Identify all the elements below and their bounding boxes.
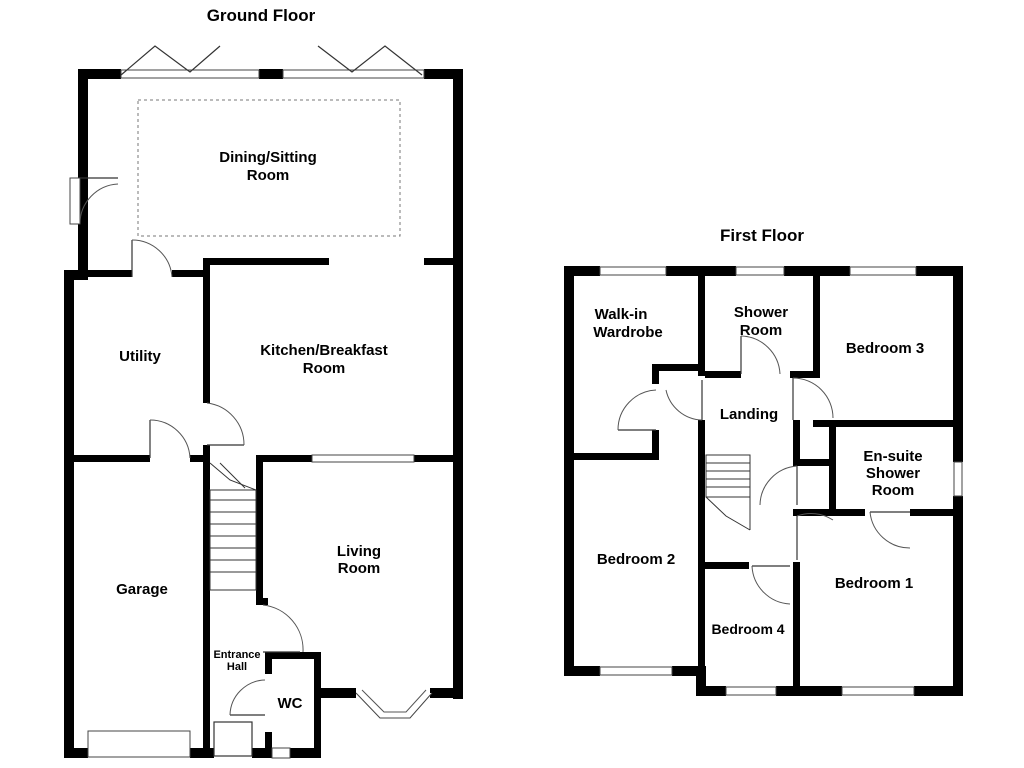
room-label-shower-line2: Room <box>740 322 783 339</box>
ground-floor-doors <box>79 177 304 757</box>
first-floor-windows <box>599 266 963 696</box>
first-floor-doors <box>617 335 911 605</box>
first-floor-walls <box>564 266 963 696</box>
room-label-living-line1: Living <box>337 543 381 560</box>
room-label-living-line2: Room <box>338 560 381 577</box>
room-label-ensuite-line3: Room <box>872 482 915 499</box>
room-label-entrance-line1: Entrance <box>213 649 260 661</box>
ground-floor-walls <box>64 69 463 758</box>
room-label-wc: WC <box>278 695 303 712</box>
room-label-bedroom4: Bedroom 4 <box>711 621 784 637</box>
room-label-entrance-line2: Hall <box>227 661 247 673</box>
room-label-ensuite-line1: En-suite <box>863 448 922 465</box>
room-label-bedroom2: Bedroom 2 <box>597 551 675 568</box>
room-label-bedroom3: Bedroom 3 <box>846 340 924 357</box>
room-label-garage: Garage <box>116 581 168 598</box>
room-label-kitchen-line2: Room <box>303 360 346 377</box>
first-floor-plan: First Floor <box>564 226 963 696</box>
room-label-landing: Landing <box>720 406 778 423</box>
ground-floor-title: Ground Floor <box>207 6 316 25</box>
room-label-bedroom1: Bedroom 1 <box>835 575 913 592</box>
rooflight-outline <box>137 99 401 237</box>
room-label-shower-line1: Shower <box>734 304 788 321</box>
first-floor-staircase <box>705 454 751 531</box>
ground-floor-plan: Ground Floor <box>64 6 463 759</box>
room-label-utility: Utility <box>119 348 161 365</box>
ground-floor-staircase <box>209 462 257 591</box>
ground-floor-windows <box>69 45 433 759</box>
room-label-ensuite-line2: Shower <box>866 465 920 482</box>
room-label-wardrobe-line2: Wardrobe <box>593 324 662 341</box>
room-label-dining-line1: Dining/Sitting <box>219 149 316 166</box>
room-label-kitchen-line1: Kitchen/Breakfast <box>260 342 388 359</box>
room-label-dining-line2: Room <box>247 167 290 184</box>
room-label-wardrobe-line1: Walk-in <box>595 306 648 323</box>
first-floor-title: First Floor <box>720 226 804 245</box>
